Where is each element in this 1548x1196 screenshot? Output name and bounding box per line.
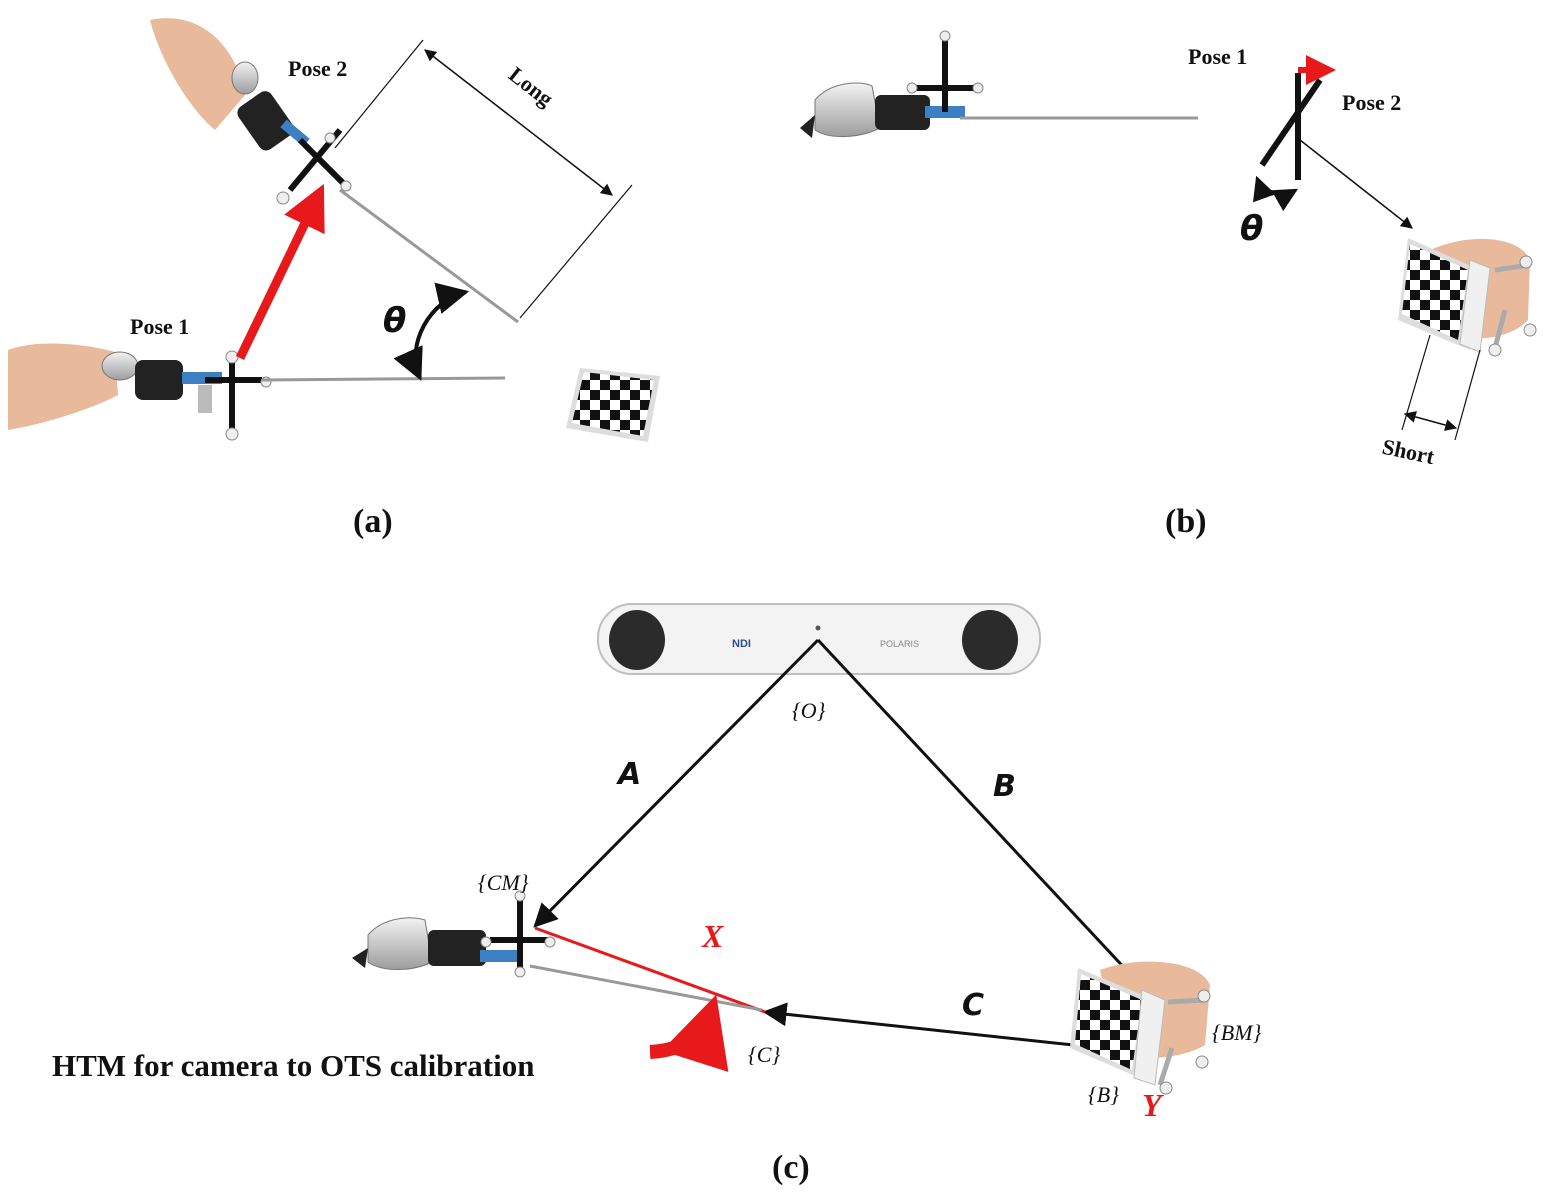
pose2-label-b: Pose 2 xyxy=(1342,90,1401,115)
htm-label: HTM for camera to OTS calibration xyxy=(52,1048,534,1083)
panel-c: NDI POLARIS xyxy=(52,603,1262,1186)
frame-c-label: {C} xyxy=(748,1042,780,1067)
view-direction-arrow xyxy=(1299,139,1413,229)
pose1-label-a: Pose 1 xyxy=(130,314,189,339)
theta-arc-a xyxy=(393,282,470,381)
endoscope-pose1 xyxy=(8,343,506,441)
panel-a: Pose 1 Pose 2 Long θ (a) xyxy=(8,18,660,540)
long-extension-1 xyxy=(334,39,424,149)
motion-arrow xyxy=(235,183,325,360)
checkerboard-b xyxy=(1398,238,1537,357)
tracker-model: POLARIS xyxy=(880,639,919,649)
caption-b: (b) xyxy=(1165,503,1207,540)
short-dimension-arrow xyxy=(1403,411,1458,431)
long-dimension-arrow xyxy=(424,49,613,196)
caption-c: (c) xyxy=(772,1149,810,1186)
short-extension-2 xyxy=(1454,349,1481,441)
htm-curved-arrow xyxy=(649,994,729,1072)
edge-c-line xyxy=(762,1002,1121,1052)
frame-b-label: {B} xyxy=(1088,1082,1119,1107)
checkerboard-a xyxy=(566,368,660,442)
short-extension-1 xyxy=(1401,334,1431,431)
long-label: Long xyxy=(504,62,558,112)
edge-y-label: Y xyxy=(1142,1087,1164,1123)
endoscope-pose2 xyxy=(150,18,519,324)
theta-arc-b xyxy=(1252,175,1299,212)
edge-x-label: X xyxy=(701,918,724,954)
endoscope-c xyxy=(352,890,763,1012)
edge-b-label: B xyxy=(993,769,1016,804)
edge-a-line xyxy=(533,638,820,928)
frame-bm-label: {BM} xyxy=(1212,1020,1262,1045)
pose1-label-b: Pose 1 xyxy=(1188,44,1247,69)
optical-tracker: NDI POLARIS xyxy=(597,603,1041,675)
panel-b: Pose 1 Pose 2 θ Short (b) xyxy=(800,30,1537,540)
tracker-brand: NDI xyxy=(732,638,751,650)
frame-o-label: {O} xyxy=(792,698,826,723)
theta-label-a: θ xyxy=(383,301,406,341)
edge-x-line xyxy=(534,926,766,1014)
edge-a-label: A xyxy=(616,757,641,792)
long-extension-2 xyxy=(519,184,633,319)
checkerboard-c xyxy=(1070,961,1211,1095)
edge-c-label: C xyxy=(962,988,984,1023)
caption-a: (a) xyxy=(353,503,393,540)
pose2-label-a: Pose 2 xyxy=(288,56,347,81)
theta-label-b: θ xyxy=(1240,209,1263,249)
short-label: Short xyxy=(1380,434,1437,470)
frame-cm-label: {CM} xyxy=(478,870,529,895)
pose-line-2 xyxy=(1259,78,1323,167)
endoscope-b xyxy=(800,30,1198,138)
